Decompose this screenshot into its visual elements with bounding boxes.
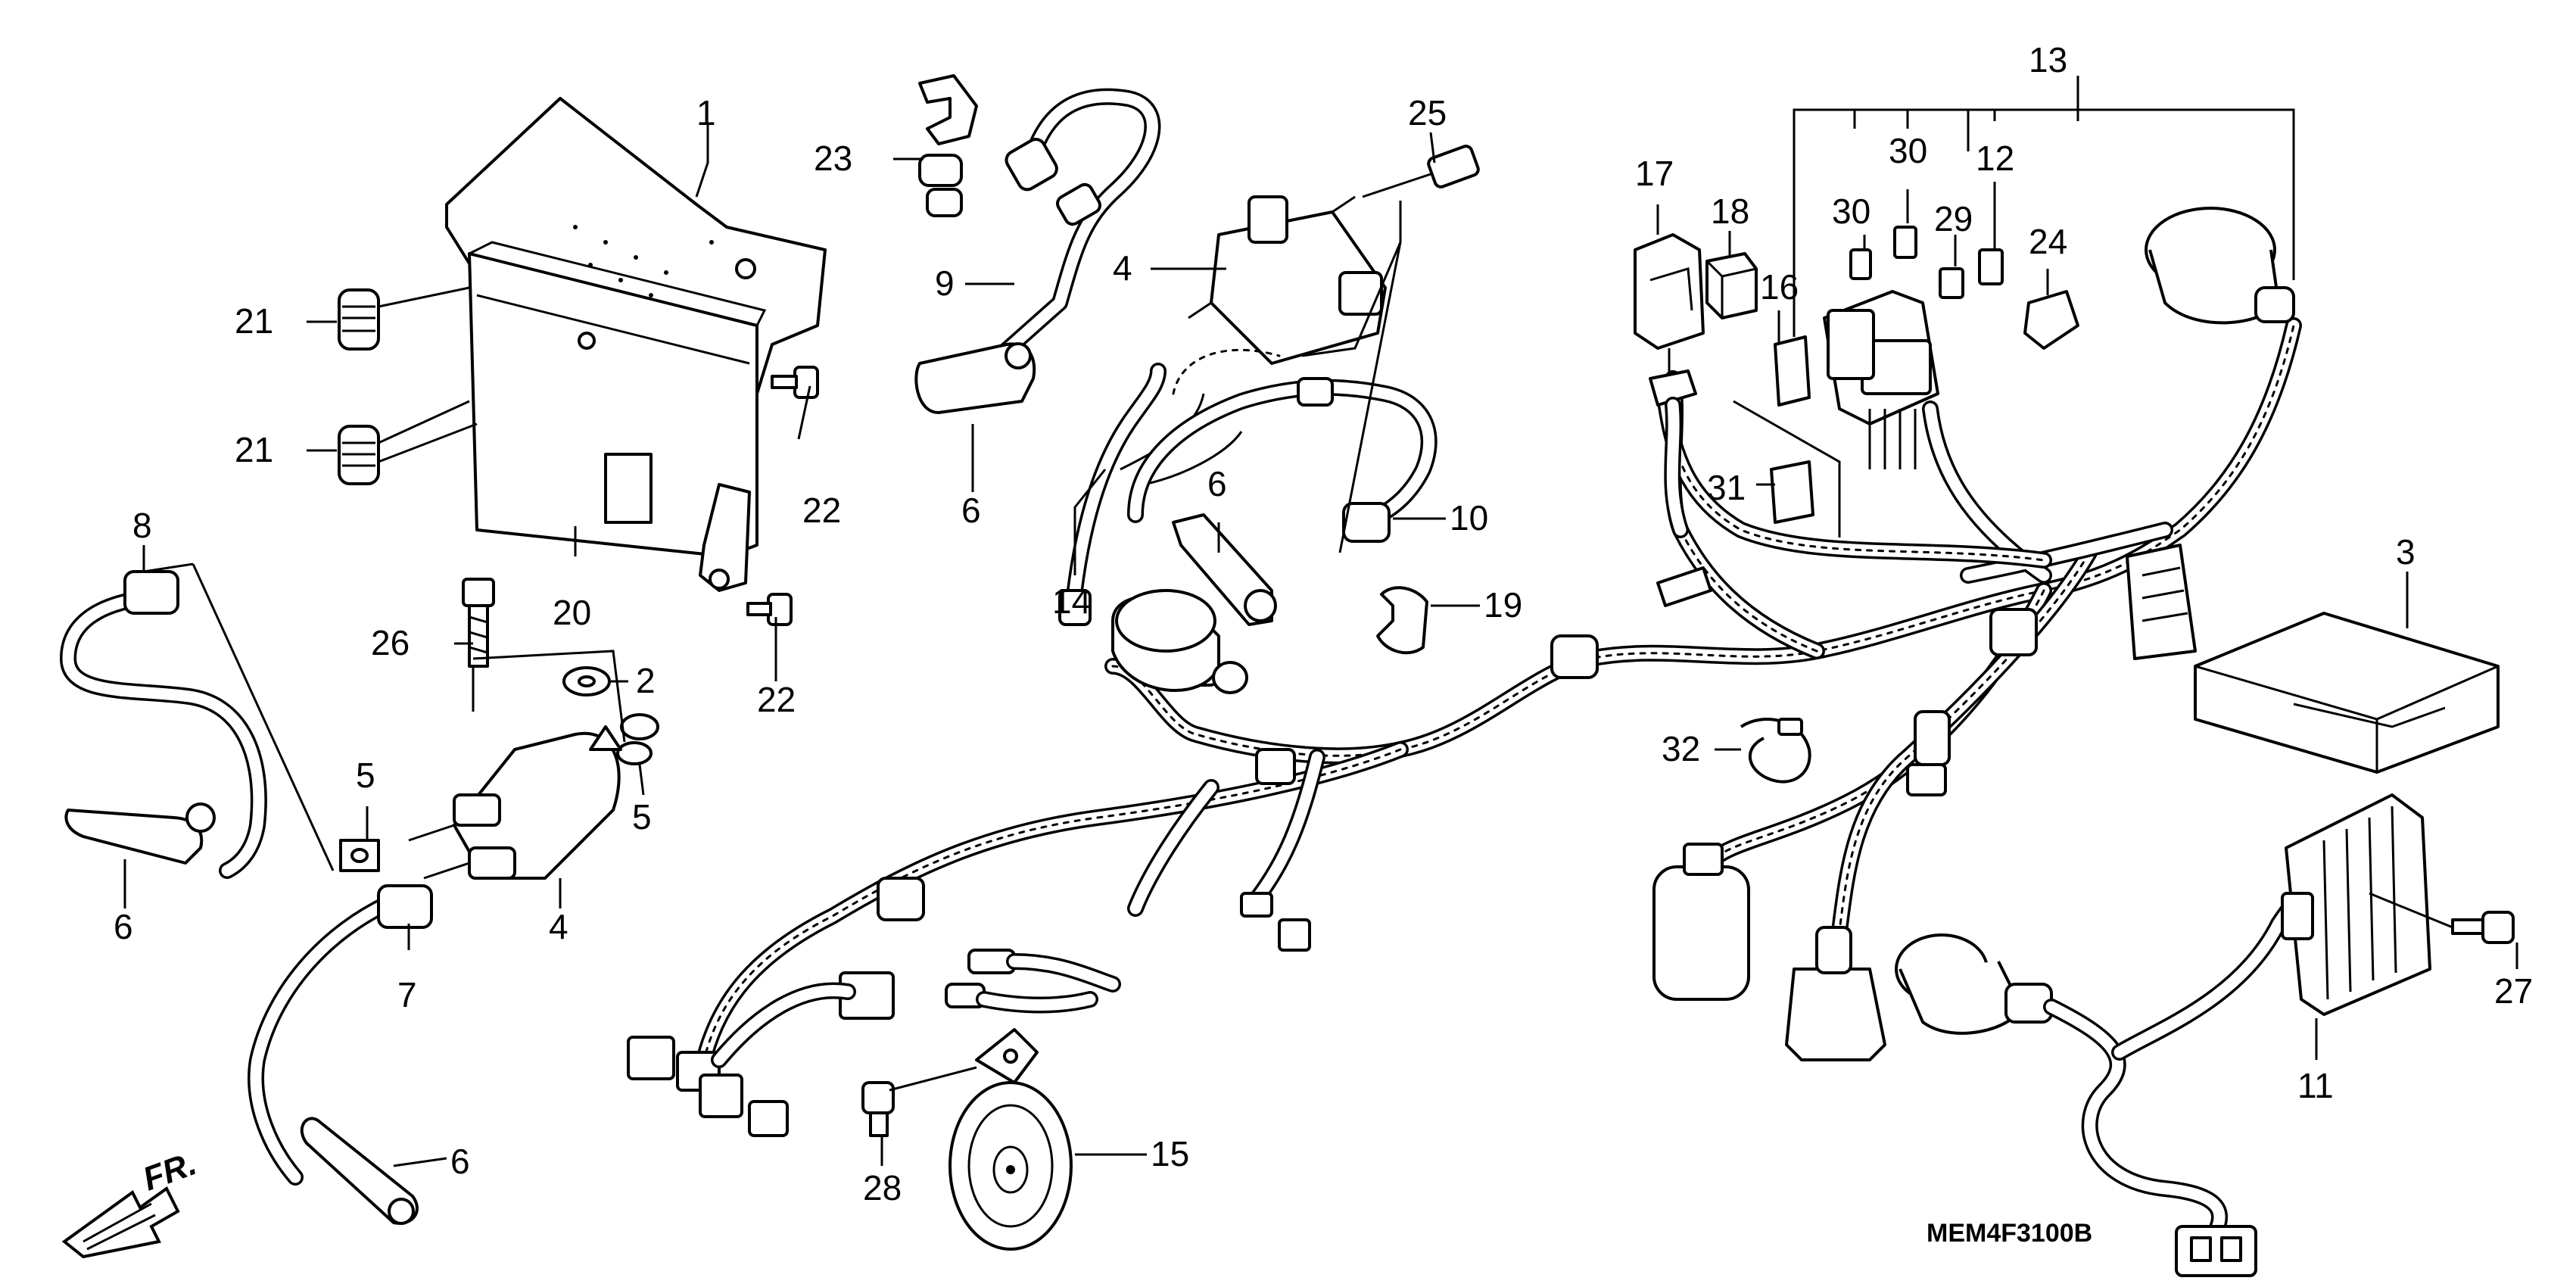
- part-26-bolt: [462, 578, 495, 668]
- callout-8: 8: [132, 506, 152, 545]
- callout-20: 20: [553, 593, 591, 632]
- callout-4-lower: 4: [549, 907, 568, 946]
- part-28-bolt: [861, 1081, 895, 1137]
- part-22-bolt-upper: [771, 366, 819, 399]
- callout-10: 10: [1450, 498, 1488, 538]
- callout-21-lower: 21: [235, 430, 273, 469]
- callout-6-left: 6: [114, 907, 133, 946]
- callout-4-upper: 4: [1113, 248, 1132, 288]
- callout-18: 18: [1711, 192, 1749, 231]
- callout-6-upper: 6: [961, 491, 981, 530]
- part-18-relay: [1705, 252, 1758, 319]
- callout-21-upper: 21: [235, 301, 273, 341]
- part-23-harness-clamp: [918, 74, 978, 217]
- part-22-bolt-lower: [746, 593, 793, 626]
- part-30-fuse-upper: [1893, 226, 1917, 259]
- part-3-module: [2194, 612, 2500, 774]
- callout-19: 19: [1484, 585, 1522, 625]
- callout-1: 1: [696, 93, 716, 132]
- part-6-boot-left: [64, 802, 216, 865]
- part-4-starter-relay-upper: [1172, 195, 1387, 395]
- callout-15: 15: [1151, 1134, 1189, 1173]
- part-9-sensor-lead: [983, 88, 1161, 372]
- part-bottle-sensor-right: [1785, 926, 1886, 1061]
- part-21-rubber-mount-upper: [338, 288, 380, 351]
- part-25-bolt: [1362, 145, 1480, 198]
- callout-29: 29: [1934, 199, 1973, 238]
- callout-17: 17: [1635, 154, 1674, 193]
- part-30-fuse-lower: [1849, 248, 1872, 280]
- callout-25: 25: [1408, 93, 1447, 132]
- callout-numbers: 1 2 3 4 4 5 5 6 6 6 6 7 8 9 10 11 12 13 …: [114, 40, 2533, 1208]
- part-27-bolt: [2451, 911, 2515, 944]
- callout-3: 3: [2396, 532, 2416, 572]
- part-5-nut-right: [616, 713, 659, 765]
- part-5-nut-left: [339, 839, 380, 872]
- part-21-rubber-mount-lower: [338, 425, 380, 485]
- drawing-code: MEM4F3100B: [1927, 1219, 2092, 1248]
- leader-lines: [123, 76, 2518, 1167]
- callout-30-lower: 30: [1832, 192, 1870, 231]
- part-19-clip: [1376, 586, 1428, 655]
- callout-31: 31: [1707, 468, 1746, 507]
- part-4-starter-relay-lower: [408, 725, 622, 880]
- part-7-lead: [248, 884, 433, 1186]
- part-bottle-sensor-left: [1652, 843, 1750, 1001]
- part-11-regulator-rectifier: [2281, 793, 2431, 1016]
- callout-32: 32: [1662, 729, 1700, 768]
- part-24-fuse-clip: [2023, 290, 2079, 350]
- part-8-lead: [60, 570, 267, 879]
- callout-5-right: 5: [632, 797, 652, 837]
- part-ignition-coil-cap-lower-right: [1895, 933, 2053, 1035]
- part-main-wire-harness: [696, 317, 2302, 1068]
- callout-13-top: 13: [2029, 40, 2067, 79]
- part-20-control-box: [468, 241, 767, 592]
- callout-11: 11: [2297, 1066, 2334, 1105]
- part-17-relay: [1634, 233, 1705, 379]
- part-ignition-coil-cap-center: [1111, 589, 1248, 694]
- part-6-boot-middle: [1172, 513, 1277, 626]
- callout-6-bottom: 6: [450, 1142, 470, 1181]
- part-12-fuse: [1978, 248, 2004, 285]
- callout-22-upper: 22: [802, 491, 841, 530]
- callout-28: 28: [863, 1168, 902, 1208]
- part-harness-connectors-left: [627, 892, 1311, 1137]
- part-2-washer: [562, 666, 611, 696]
- callout-26: 26: [371, 623, 410, 662]
- part-31-fuse-cover: [1733, 400, 1841, 538]
- callout-9: 9: [935, 263, 955, 303]
- part-15-horn: [948, 1028, 1073, 1251]
- part-32-band: [1740, 718, 1811, 784]
- callout-22-lower: 22: [757, 680, 796, 719]
- front-direction-arrow: [61, 1186, 180, 1259]
- front-direction-label: FR.: [138, 1145, 201, 1198]
- callout-16: 16: [1760, 267, 1799, 307]
- callout-6-middle: 6: [1207, 464, 1227, 503]
- callout-14: 14: [1052, 581, 1091, 621]
- callout-24: 24: [2029, 222, 2067, 261]
- part-16-fuse-box: [1823, 290, 1939, 469]
- callout-5-left: 5: [356, 756, 375, 795]
- callout-2: 2: [636, 661, 656, 700]
- part-small-connector-under-relay: [1649, 369, 1697, 538]
- callout-30-upper: 30: [1889, 131, 1927, 170]
- callout-12: 12: [1976, 139, 2014, 178]
- part-10-lead-with-connector: [1127, 377, 1438, 543]
- callout-7: 7: [397, 975, 417, 1014]
- part-6-boot-bottom: [300, 1117, 419, 1225]
- part-14-relay-lead: [1058, 363, 1243, 626]
- callout-27: 27: [2494, 971, 2533, 1011]
- part-29-fuse: [1939, 267, 1964, 299]
- part-6-boot-upper: [914, 342, 1036, 414]
- part-ignition-coil-cap-right: [2145, 207, 2295, 325]
- callout-23: 23: [814, 139, 852, 178]
- part-16-fuse-label-plate: [1774, 335, 1811, 407]
